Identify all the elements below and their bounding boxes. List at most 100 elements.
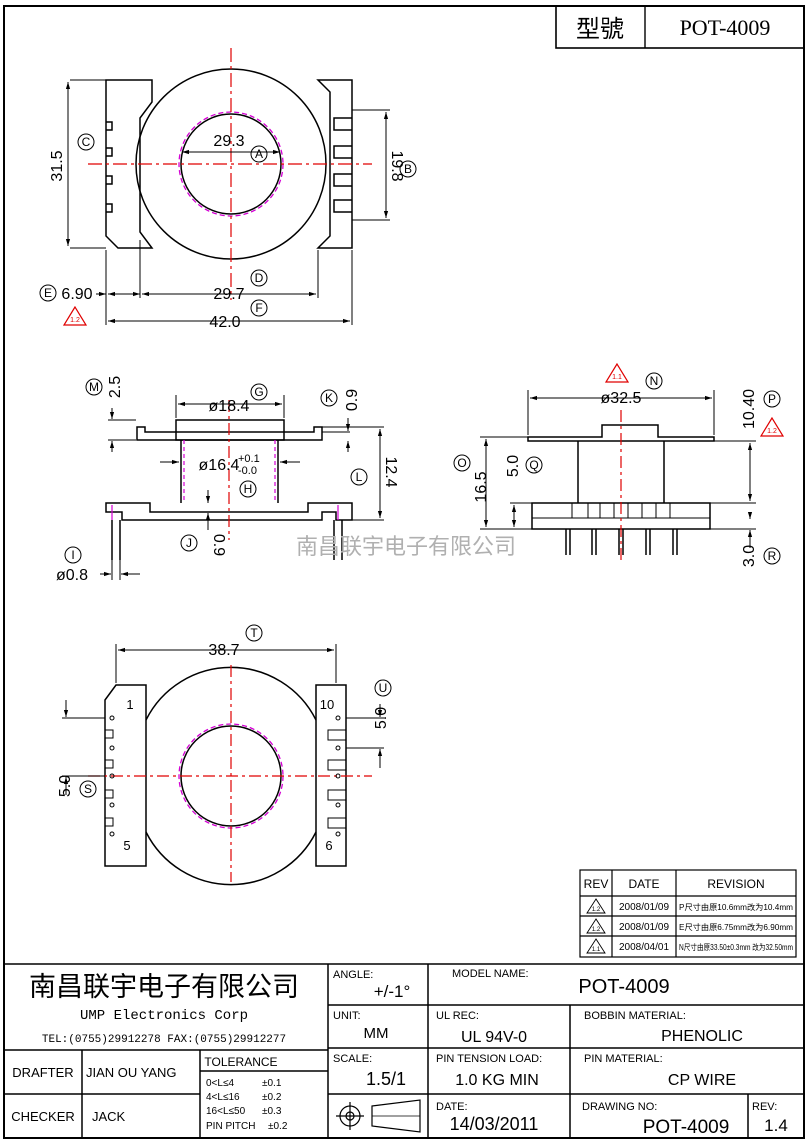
tol-row-2-range: 4<L≤16	[206, 1092, 240, 1103]
bobbin-label: BOBBIN MATERIAL:	[584, 1010, 686, 1022]
rev-header-revision: REVISION	[707, 877, 764, 891]
drawing-no-value: POT-4009	[643, 1117, 730, 1138]
tag-o: O	[457, 456, 466, 470]
tag-i: I	[71, 548, 74, 562]
pin-10-label: 10	[320, 697, 334, 712]
ul-label: UL REC:	[436, 1010, 479, 1022]
tag-c: C	[82, 135, 91, 149]
rev-triangle-n: 1.1	[604, 362, 630, 383]
header-model-box: 型號 POT-4009	[555, 5, 805, 49]
top-view-labels: 31.5 19.8 29.3 6.90 29.7 42.0	[49, 133, 405, 331]
dim-h-tol-minus: -0.0	[238, 465, 257, 477]
dim-i-label: ø0.8	[56, 567, 88, 584]
rev-row-2-date: 2008/01/09	[619, 922, 669, 933]
dim-r-label: 3.0	[741, 545, 758, 567]
rev-row-2-text: E尺寸由原6.75mm改为6.90mm	[679, 922, 793, 932]
tolerance-title: TOLERANCE	[204, 1055, 277, 1069]
tag-h: H	[244, 482, 253, 496]
dim-f-label: 42.0	[209, 314, 240, 331]
pin-1-label: 1	[126, 697, 133, 712]
rev-row-1-rev: 1.2	[592, 907, 601, 913]
rev-row-1-text: P尺寸由原10.6mm改为10.4mm	[679, 902, 793, 912]
unit-label: UNIT:	[333, 1010, 361, 1022]
tag-n: N	[650, 374, 659, 388]
front-view-labels: ø32.5 10.40 16.5 5.0 3.0	[473, 389, 758, 567]
dim-p-label: 10.40	[741, 389, 758, 429]
bottom-view	[62, 644, 384, 886]
header-model-label: 型號	[576, 15, 624, 43]
tol-row-4-range: PIN PITCH	[206, 1121, 255, 1132]
header-model-value: POT-4009	[680, 15, 771, 40]
scale-value: 1.5/1	[366, 1069, 406, 1089]
tension-value: 1.0 KG MIN	[455, 1072, 539, 1089]
angle-value: +/-1°	[374, 982, 411, 1001]
drawing-no-label: DRAWING NO:	[582, 1101, 657, 1113]
dim-e-label: 6.90	[61, 286, 92, 303]
drafter-label: DRAFTER	[12, 1065, 73, 1080]
dim-u-label: 5.0	[373, 707, 390, 729]
rev-triangle-e: 1.2	[62, 305, 88, 326]
rev-triangle-p: 1.2	[759, 416, 785, 437]
tag-t: T	[250, 626, 258, 640]
rev-row-3-rev: 1.1	[592, 947, 601, 953]
dim-height-label: 31.5	[49, 150, 66, 181]
pin-material-label: PIN MATERIAL:	[584, 1053, 663, 1065]
dim-d-label: 29.7	[213, 286, 244, 303]
tag-k: K	[325, 391, 333, 405]
rev-label: REV:	[752, 1101, 777, 1113]
sheet-border	[3, 5, 805, 1139]
tag-u: U	[379, 681, 388, 695]
dim-o-label: 16.5	[473, 471, 490, 502]
date-label: DATE:	[436, 1101, 468, 1113]
tag-q: Q	[529, 458, 538, 472]
tag-f: F	[255, 301, 262, 315]
title-block	[4, 963, 804, 1138]
bottom-view-labels: 38.7 5.0 5.0 1 5 10 6	[57, 642, 390, 853]
date-value: 14/03/2011	[450, 1114, 539, 1134]
dim-n-label: ø32.5	[601, 390, 642, 407]
rev-header-date: DATE	[628, 877, 659, 891]
tag-r: R	[768, 549, 777, 563]
scale-label: SCALE:	[333, 1053, 372, 1065]
dim-q-label: 5.0	[505, 455, 522, 477]
checker-label: CHECKER	[11, 1109, 75, 1124]
dim-k-label: 0.9	[344, 389, 361, 411]
top-view	[65, 48, 390, 325]
angle-label: ANGLE:	[333, 969, 373, 981]
dim-slot-span-label: 19.8	[388, 150, 405, 181]
tol-row-1-range: 0<L≤4	[206, 1078, 234, 1089]
dim-inner-dia-label: 29.3	[213, 133, 244, 150]
tol-row-2-tol: ±0.2	[262, 1092, 282, 1103]
rev-row-1-date: 2008/01/09	[619, 902, 669, 913]
tag-l: L	[356, 470, 363, 484]
tol-row-4-tol: ±0.2	[268, 1121, 288, 1132]
unit-value: MM	[364, 1025, 389, 1042]
rev-value: 1.4	[764, 1116, 788, 1135]
tag-e: E	[44, 286, 52, 300]
svg-text:1.1: 1.1	[612, 374, 622, 381]
tension-label: PIN TENSION LOAD:	[436, 1053, 542, 1065]
tag-a: A	[255, 147, 263, 161]
top-right-flange	[316, 79, 353, 249]
svg-text:1.2: 1.2	[70, 317, 80, 324]
top-left-flange	[105, 79, 154, 249]
dim-h-label: ø16.4	[199, 457, 240, 474]
ul-value: UL 94V-0	[461, 1029, 527, 1046]
rev-header-rev: REV	[584, 877, 609, 891]
tag-g: G	[254, 385, 263, 399]
dim-t-label: 38.7	[208, 642, 239, 659]
tol-row-1-tol: ±0.1	[262, 1078, 282, 1089]
drafter-value: JIAN OU YANG	[86, 1065, 177, 1080]
revision-table	[579, 869, 797, 958]
company-cn: 南昌联宇电子有限公司	[29, 972, 299, 1003]
watermark: 南昌联宇电子有限公司	[296, 535, 516, 560]
tag-j: J	[186, 536, 192, 550]
rev-row-3-date: 2008/04/01	[619, 942, 669, 953]
tol-row-3-range: 16<L≤50	[206, 1106, 246, 1117]
pin-material-value: CP WIRE	[668, 1072, 736, 1089]
tag-d: D	[255, 271, 264, 285]
model-value: POT-4009	[578, 976, 669, 998]
tag-b: B	[404, 162, 412, 176]
model-label: MODEL NAME:	[452, 968, 529, 980]
